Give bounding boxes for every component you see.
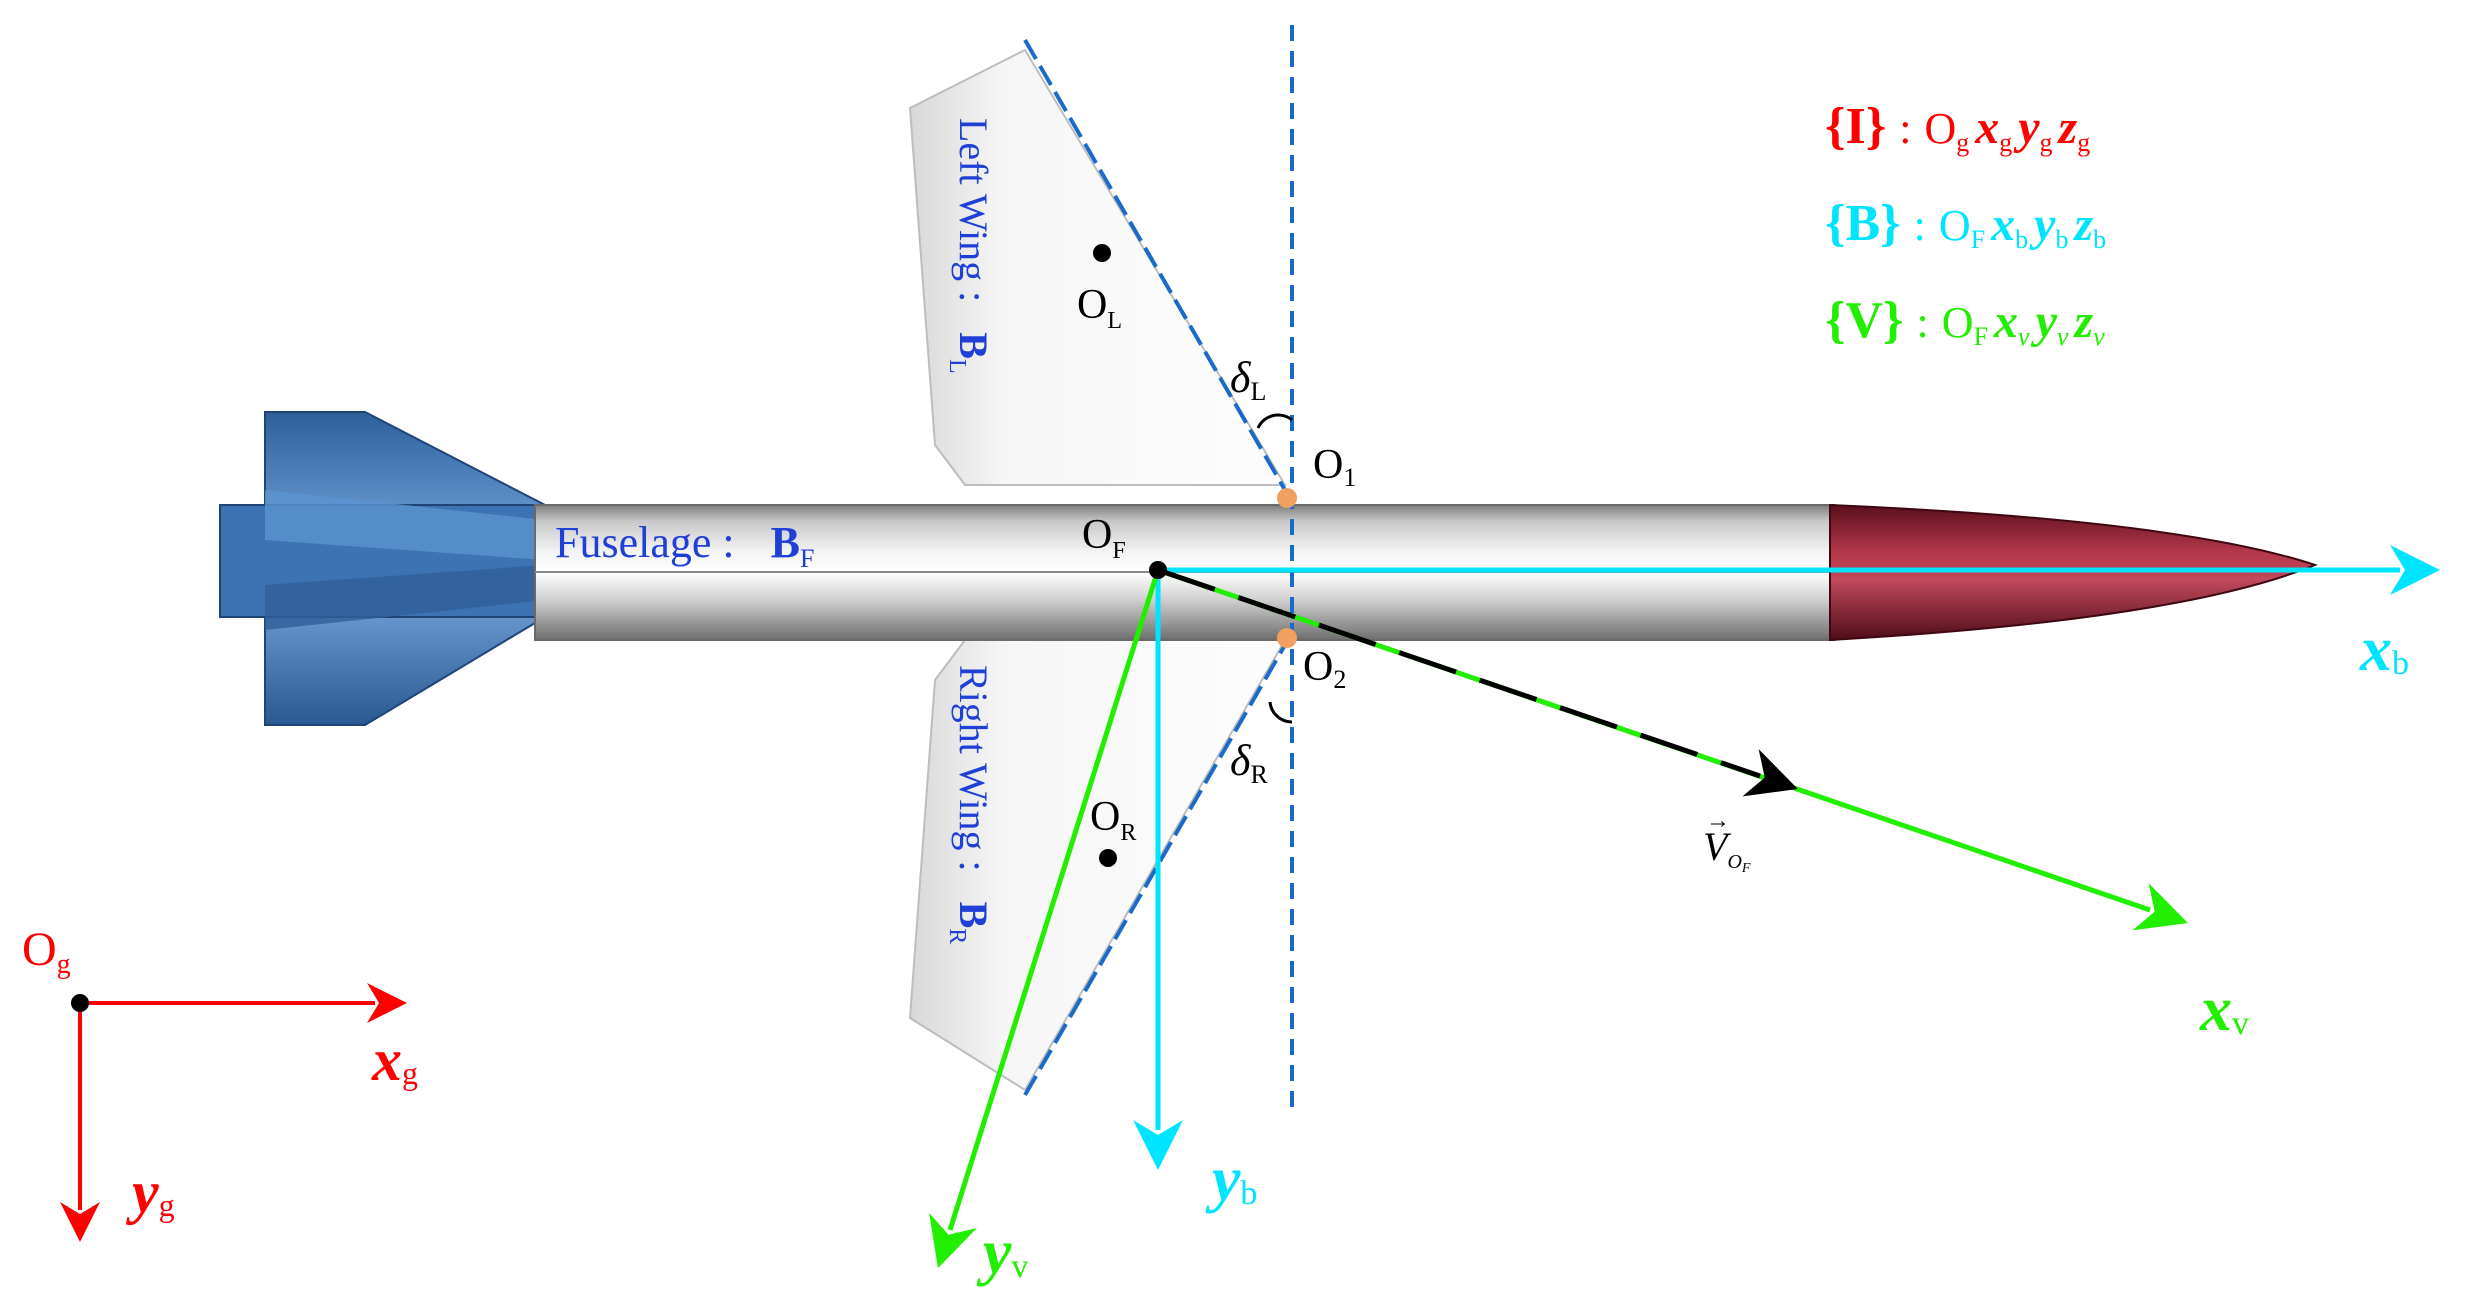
label-yb: yb xyxy=(1205,1143,1257,1214)
point-or xyxy=(1099,849,1117,867)
point-of xyxy=(1149,561,1167,579)
velocity-arrow-accent: → xyxy=(1706,808,1730,834)
label-of: OF xyxy=(1082,512,1126,564)
label-o2: O2 xyxy=(1303,644,1346,694)
point-o2 xyxy=(1277,628,1297,648)
point-og xyxy=(71,994,89,1012)
label-o1: O1 xyxy=(1313,442,1356,492)
left-wing xyxy=(908,48,1287,486)
label-delta-r: δR xyxy=(1230,736,1268,789)
label-ol: OL xyxy=(1077,282,1122,334)
point-o1 xyxy=(1277,488,1297,508)
label-yv: yv xyxy=(976,1216,1028,1287)
fuselage-label: Fuselage : BF xyxy=(555,518,814,573)
label-og: Og xyxy=(22,923,71,980)
label-delta-l: δL xyxy=(1230,353,1266,406)
label-xg: xg xyxy=(371,1027,418,1093)
label-velocity: VOF xyxy=(1703,824,1751,876)
label-xv: xv xyxy=(2199,973,2249,1044)
point-ol xyxy=(1093,244,1111,262)
right-wing-leading-edge xyxy=(1023,643,1287,1097)
label-xb: xb xyxy=(2359,613,2409,684)
right-wing-label: Right Wing : BR xyxy=(944,665,996,944)
left-wing-label: Left Wing : BL xyxy=(944,118,996,374)
label-or: OR xyxy=(1090,794,1136,846)
tail-section xyxy=(219,411,546,726)
yv-axis xyxy=(929,569,1161,1269)
delta-l-arc xyxy=(1256,413,1293,429)
label-yg: yg xyxy=(126,1159,175,1225)
delta-r-arc xyxy=(1268,701,1293,724)
left-wing-leading-edge xyxy=(1023,38,1287,492)
velocity-vector xyxy=(1157,567,1798,797)
